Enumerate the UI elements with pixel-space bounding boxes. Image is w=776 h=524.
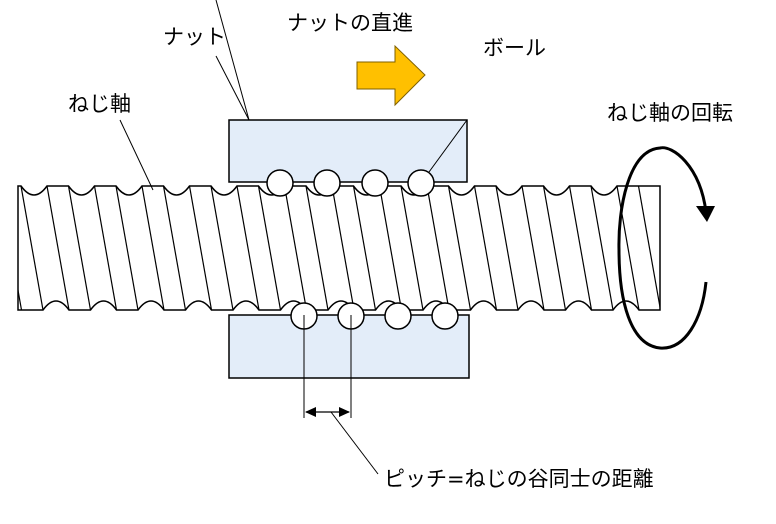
thread-line xyxy=(331,186,355,310)
thread-line xyxy=(46,186,70,310)
thread-line xyxy=(447,186,472,310)
ball xyxy=(361,169,389,197)
thread-line xyxy=(20,186,44,310)
thread-line xyxy=(188,186,213,310)
label-nut: ナット xyxy=(163,25,226,49)
thread-line xyxy=(568,186,593,310)
shaft-leader-line xyxy=(119,119,154,191)
ball xyxy=(407,169,435,197)
thread-line xyxy=(495,186,519,310)
label-ball: ボール xyxy=(483,36,546,60)
pitch-arrowhead-left xyxy=(305,407,316,417)
thread-line xyxy=(141,186,165,310)
ball xyxy=(313,169,341,197)
pitch-leader-line xyxy=(330,411,379,475)
thread-line xyxy=(542,186,567,310)
screw-shaft xyxy=(17,185,734,311)
rotation-arc-upper xyxy=(617,146,708,350)
thread-line xyxy=(67,186,92,310)
label-screw-shaft: ねじ軸 xyxy=(68,92,131,116)
balls-top xyxy=(266,169,435,197)
nut-motion-arrow xyxy=(356,44,426,107)
nut-leader-line-fix xyxy=(215,55,250,121)
thread-line xyxy=(283,186,308,310)
thread-line xyxy=(93,186,118,310)
thread-line xyxy=(521,186,545,310)
ball xyxy=(431,302,459,330)
thread-lines xyxy=(18,186,734,310)
thread-line xyxy=(637,186,660,310)
rotation-arrow xyxy=(617,146,715,350)
thread-line xyxy=(426,186,450,310)
thread-line xyxy=(473,186,498,310)
thread-line xyxy=(400,186,424,310)
thread-line xyxy=(665,186,687,310)
label-pitch: ピッチ=ねじの谷同士の距離 xyxy=(384,467,654,491)
ball-leader-line xyxy=(428,119,468,173)
nut-top xyxy=(228,119,468,183)
ball xyxy=(384,302,412,330)
thread-line xyxy=(378,186,403,310)
thread-line xyxy=(712,186,734,310)
thread-line xyxy=(352,186,377,310)
pitch-arrowhead-right xyxy=(339,407,350,417)
thread-line xyxy=(210,186,234,310)
thread-line xyxy=(162,186,187,310)
ball xyxy=(266,169,294,197)
rotation-arrowhead xyxy=(696,206,715,222)
thread-line xyxy=(257,186,282,310)
thread-line xyxy=(115,186,139,310)
screw-shaft-outline xyxy=(17,185,661,311)
thread-line xyxy=(236,186,260,310)
thread-line xyxy=(305,186,329,310)
pitch-dimension xyxy=(303,315,379,475)
label-nut-motion: ナットの直進 xyxy=(287,11,413,35)
label-shaft-rotation: ねじ軸の回転 xyxy=(607,101,733,125)
nut-leader-line xyxy=(215,0,250,121)
thread-line xyxy=(590,186,614,310)
